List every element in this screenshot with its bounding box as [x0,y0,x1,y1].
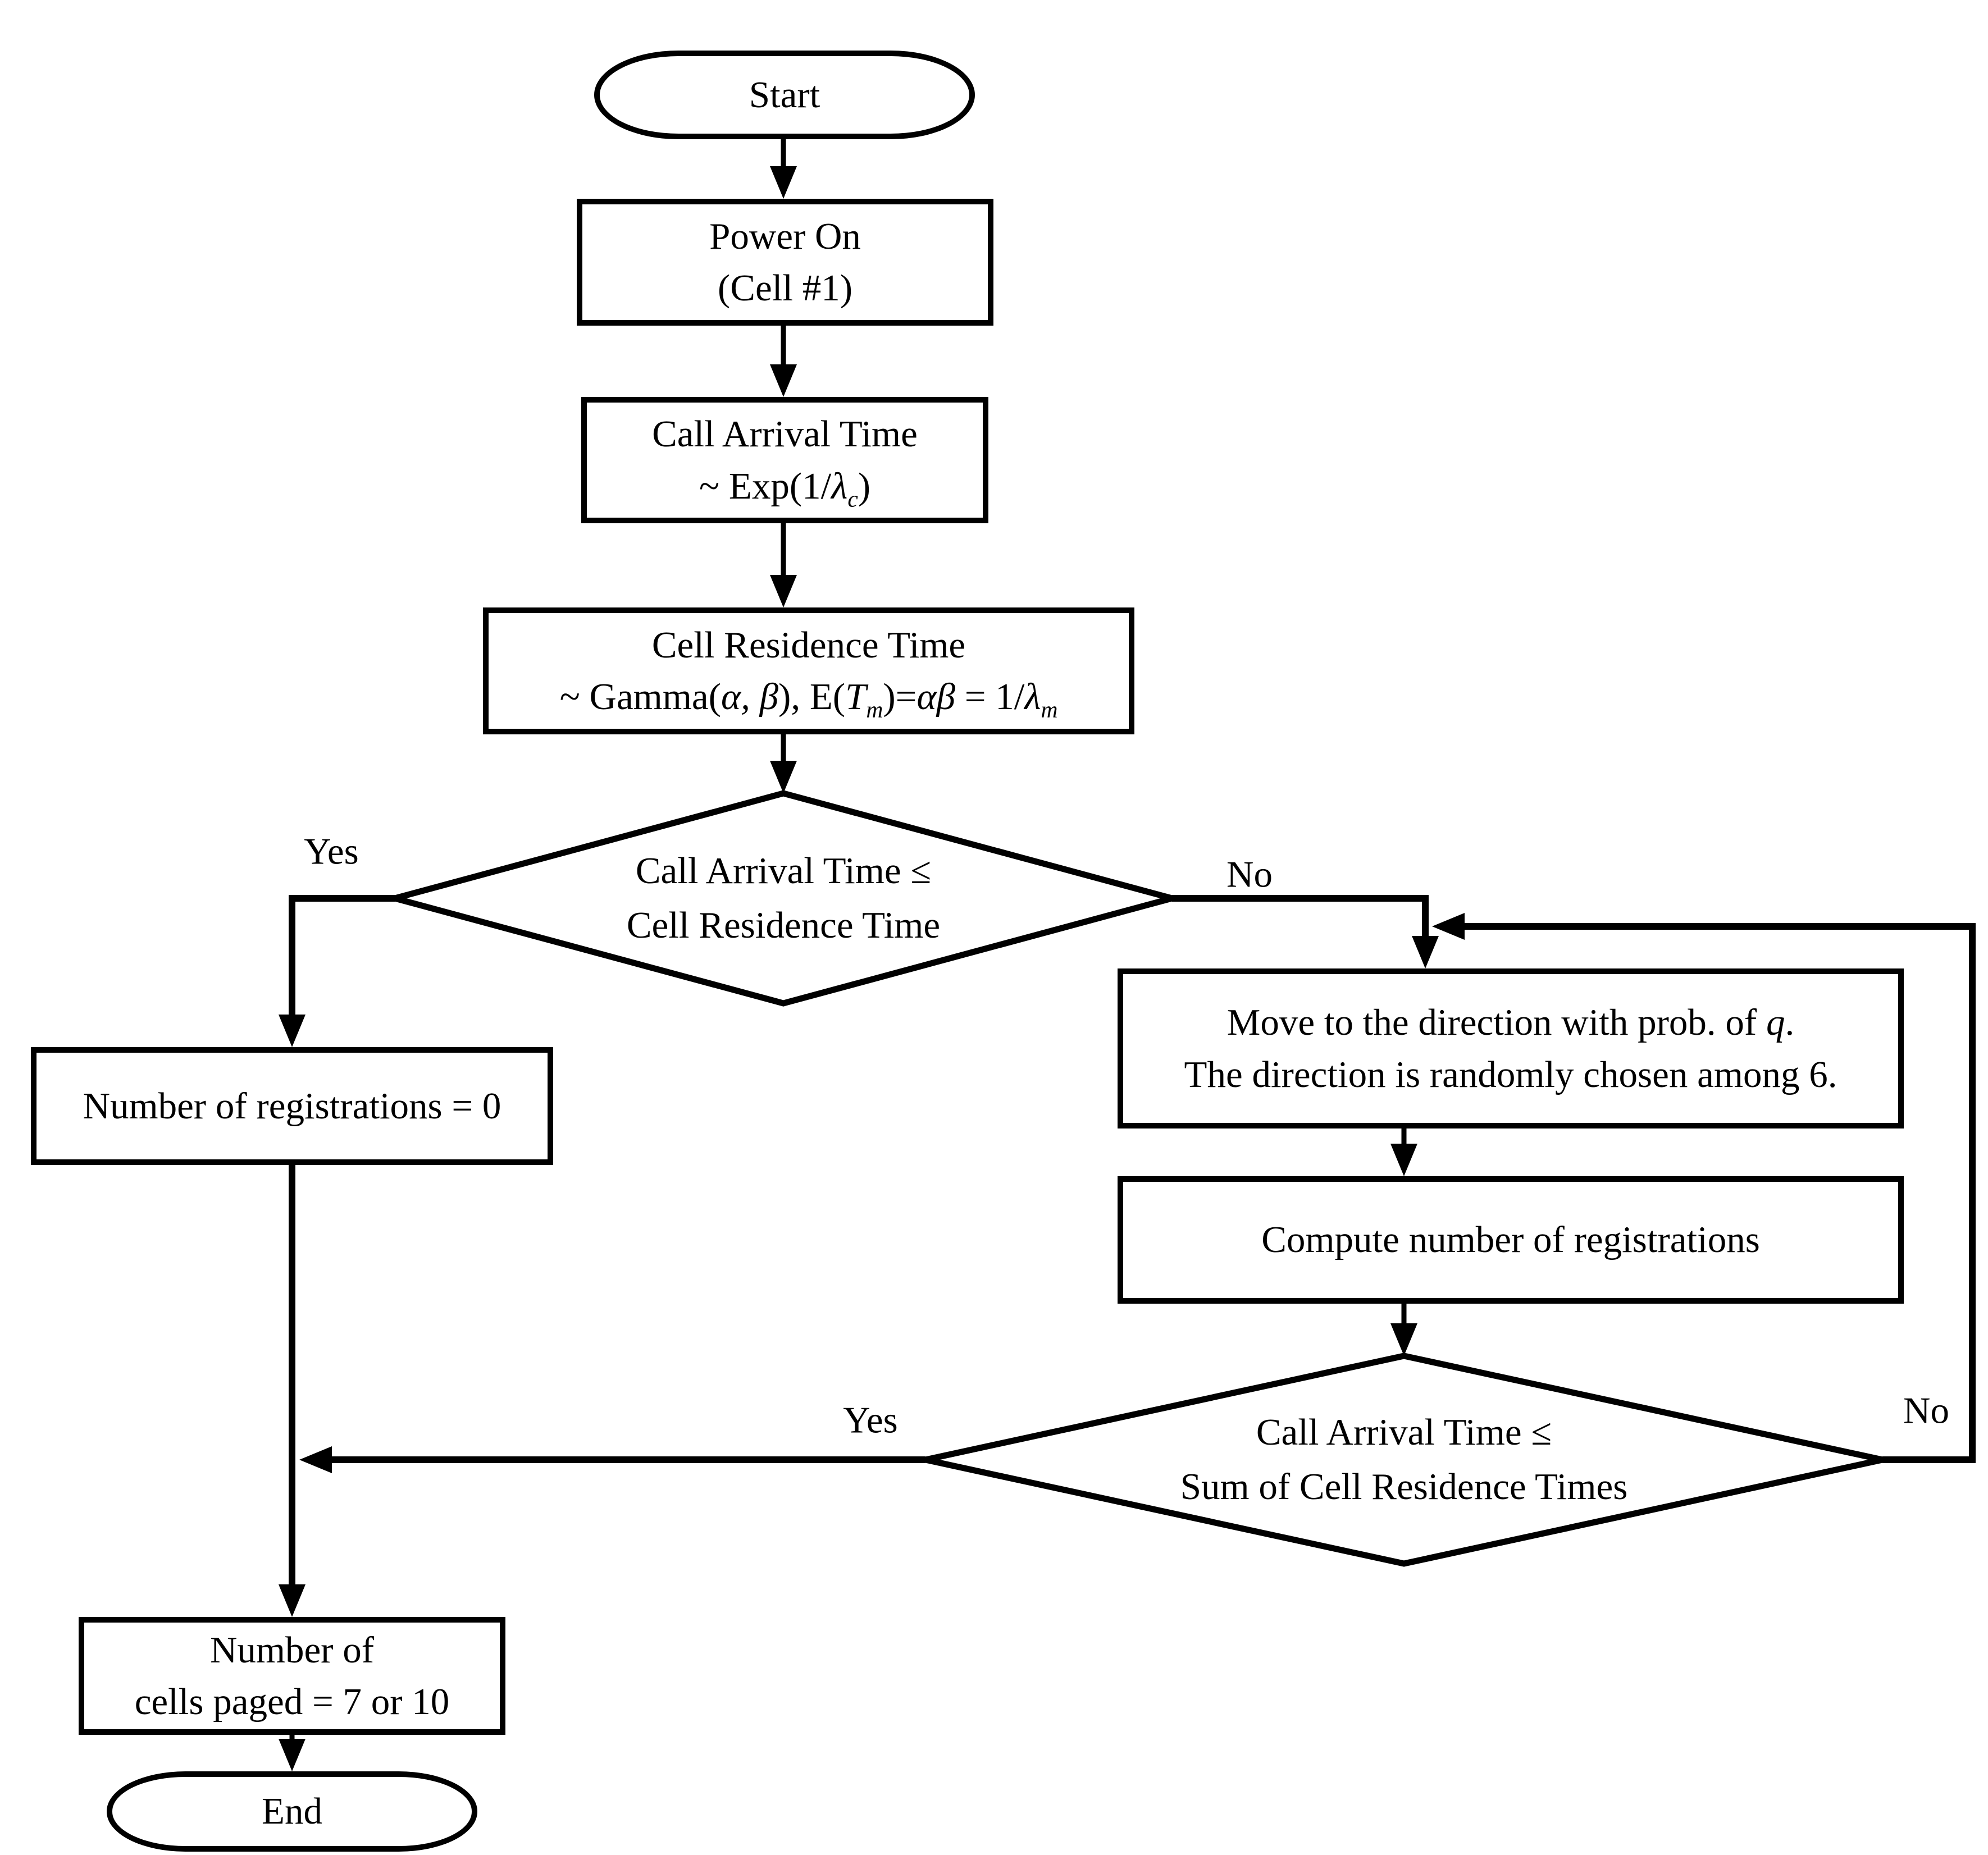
end-label: End [262,1790,322,1833]
arrowhead-callarrival-cellresidence [770,575,797,607]
label-decision2-no: No [1903,1390,1949,1432]
arrowhead-decision2-no-loop [1432,913,1465,940]
decision2-line1: Call Arrival Time ≤ [1256,1411,1552,1453]
arrowhead-paged-end [279,1739,306,1771]
arrowhead-decision1-no [1412,936,1439,968]
node-power-on: Power On (Cell #1) [577,199,993,326]
node-end: End [107,1771,477,1852]
edge-decision1-yes [289,895,395,1017]
node-registrations: Number of registrations = 0 [31,1047,553,1165]
arrowhead-compute-decision2 [1390,1323,1417,1356]
node-paged: Number of cells paged = 7 or 10 [79,1617,505,1735]
move-line1: Move to the direction with prob. of q. [1226,1002,1795,1044]
cell-residence-line1: Cell Residence Time [651,624,966,666]
label-decision1-yes: Yes [304,830,359,872]
edge-decision1-no [1172,895,1429,939]
compute-label: Compute number of registrations [1261,1219,1760,1261]
arrowhead-start-poweron [770,166,797,199]
move-line2: The direction is randomly chosen among 6… [1184,1053,1837,1095]
arrowhead-registrations-paged [279,1584,306,1617]
node-decision1: Call Arrival Time ≤ Cell Residence Time [503,831,1064,966]
cell-residence-formula: ~ Gamma(α, β), E(Tm)=αβ = 1/λm [559,676,1058,723]
arrowhead-move-compute [1390,1144,1417,1176]
paged-line1: Number of [209,1629,375,1671]
node-decision2: Call Arrival Time ≤ Sum of Cell Residenc… [1067,1392,1741,1527]
node-start: Start [594,51,975,139]
node-compute: Compute number of registrations [1118,1176,1904,1304]
label-decision1-no: No [1226,853,1273,895]
node-call-arrival: Call Arrival Time ~ Exp(1/λc) [581,397,988,523]
arrowhead-cellresidence-decision1 [770,761,797,793]
decision1-line1: Call Arrival Time ≤ [635,849,932,892]
diamond-decision2-shape [924,1353,1884,1567]
power-on-line1: Power On [709,215,861,257]
node-move: Move to the direction with prob. of q. T… [1118,968,1904,1128]
edge-decision2-no-loop [1463,923,1976,1463]
call-arrival-formula: ~ Exp(1/λc) [699,465,871,511]
start-label: Start [749,74,820,116]
arrowhead-decision2-yes [299,1446,332,1473]
call-arrival-line1: Call Arrival Time [652,413,918,455]
arrowhead-decision1-yes [279,1015,306,1047]
registrations-label: Number of registrations = 0 [83,1085,501,1127]
decision2-line2: Sum of Cell Residence Times [1180,1466,1628,1507]
diamond-decision1-shape [382,790,1184,1007]
paged-line2: cells paged = 7 or 10 [134,1681,450,1722]
decision1-line2: Cell Residence Time [626,904,941,946]
label-decision2-yes: Yes [843,1399,898,1441]
node-cell-residence: Cell Residence Time ~ Gamma(α, β), E(Tm)… [483,607,1134,734]
power-on-line2: (Cell #1) [717,267,853,309]
arrowhead-poweron-callarrival [770,364,797,397]
